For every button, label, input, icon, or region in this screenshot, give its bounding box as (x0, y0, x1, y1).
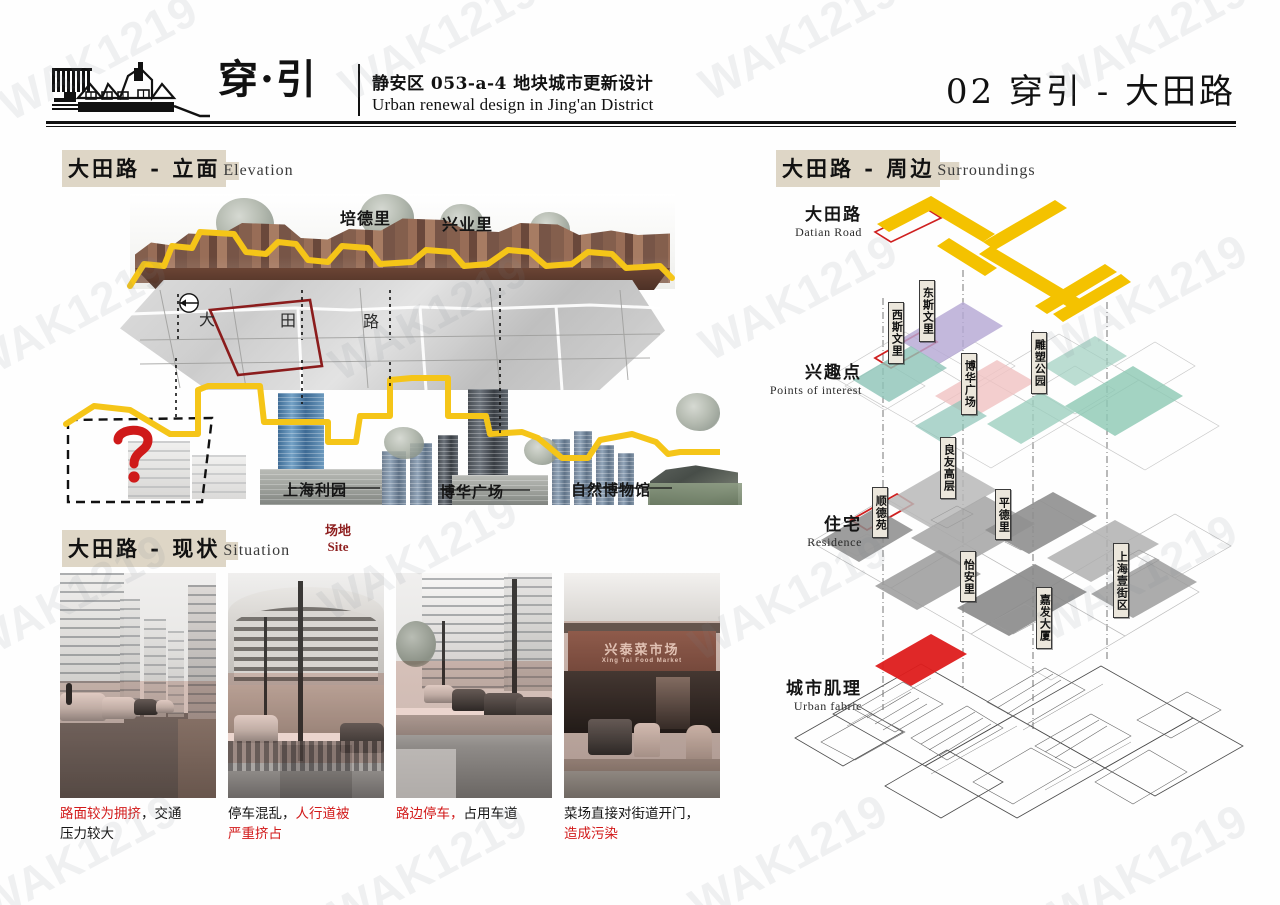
place-tag-dongsiwenli: 东斯文里 (919, 280, 936, 342)
situation-photo-4[interactable]: 兴泰菜市场 Xing Tai Food Market (564, 573, 720, 798)
situation-caption-4-part-2: 造成污染 (564, 825, 618, 842)
layer-label-residence-en: Residence (807, 535, 862, 549)
aerial-road-grid (129, 287, 661, 390)
chaotic-parking-photo (228, 573, 384, 798)
road-char-3: 路 (363, 312, 380, 331)
layer-datian-road (873, 196, 1131, 322)
layer-label-urban-fabric-en: Urban fabric (793, 699, 862, 713)
layer-label-points-of-interest: 兴趣点 Points of interest (722, 358, 862, 398)
site-label: 场地 Site (325, 524, 352, 555)
situation-caption-3-part-1: 路边停车， (396, 806, 464, 822)
situation-caption-1: 路面较为拥挤，交通 压力较大 (60, 805, 222, 844)
elevation-tag-natural-history-museum: 自然博物馆 (571, 481, 652, 499)
existing-block-photo (192, 455, 246, 499)
situation-photo-3[interactable] (396, 573, 552, 798)
elevation-composition: 场地 Site 大 田 路 (60, 190, 742, 554)
elevation-tag-shanghai-liyuan: 上海利园 (283, 481, 348, 499)
header-rule-thick (46, 121, 1236, 124)
section-heading-surroundings-cn: 大田路 - 周边 (776, 150, 941, 187)
project-subtitle-cn: 静安区 053-a-4 地块城市更新设计 (372, 74, 654, 94)
roadside-parking-photo (396, 573, 552, 798)
site-label-cn: 场地 (325, 524, 352, 539)
place-tag-shanghai-yi-street: 上海壹街区 (1113, 543, 1130, 618)
question-mark-icon (113, 425, 153, 483)
tree-decor-icon (676, 393, 720, 431)
layer-urban-fabric (794, 634, 1244, 819)
road-char-2: 田 (280, 311, 297, 330)
layer-label-points-of-interest-cn: 兴趣点 (805, 363, 862, 383)
layer-label-points-of-interest-en: Points of interest (769, 383, 862, 397)
situation-caption-3: 路边停车，占用车道 (396, 805, 558, 825)
brand-title: 穿·引 (218, 56, 318, 103)
situation-caption-4: 菜场直接对街道开门， 造成污染 (564, 805, 726, 844)
layer-label-datian-road: 大田路 Datian Road (742, 200, 862, 240)
situation-caption-1-part-2: ，交通 (141, 806, 182, 822)
page-title: 02 穿引 - 大田路 (945, 72, 1236, 112)
situation-caption-2-part-2: 人行道被 (295, 806, 350, 822)
elevation-tag-peideli: 培德里 (340, 209, 392, 228)
place-tag-shundeyuan: 顺德苑 (872, 487, 889, 538)
modern-skyline-row (120, 385, 745, 505)
section-heading-elevation-en: Elevation (223, 162, 294, 180)
situation-caption-1-part-1: 路面较为拥挤 (60, 806, 141, 822)
project-subtitle-en: Urban renewal design in Jing'an District (372, 95, 654, 114)
place-tag-liangyou-highrise: 良友高层 (940, 437, 957, 499)
header-divider (358, 64, 360, 116)
place-tag-jiafa-building: 嘉发大厦 (1036, 587, 1053, 649)
situation-photo-1[interactable] (60, 573, 216, 798)
road-char-1: 大 (199, 310, 216, 329)
situation-caption-2-part-1: 停车混乱， (228, 806, 296, 822)
elevation-tag-bohua-plaza: 博华广场 (440, 483, 505, 501)
food-market-photo: 兴泰菜市场 Xing Tai Food Market (564, 573, 720, 798)
residential-slab (618, 453, 634, 505)
tree-decor-icon (384, 427, 424, 459)
layer-label-datian-road-cn: 大田路 (805, 205, 862, 225)
layer-label-residence-cn: 住宅 (824, 515, 862, 535)
crowded-street-photo (60, 573, 216, 798)
place-tag-bohua-plaza: 博华广场 (961, 353, 978, 415)
place-tag-xisiwenli: 西斯文里 (888, 302, 905, 364)
situation-caption-1-part-3: 压力较大 (60, 825, 114, 842)
board-header: 穿·引 静安区 053-a-4 地块城市更新设计 Urban renewal d… (0, 0, 1280, 130)
header-rule-thin (46, 126, 1236, 127)
section-heading-situation-en: Situation (223, 542, 291, 560)
site-label-en: Site (327, 538, 349, 554)
mid-tower (382, 451, 406, 505)
north-arrow-icon (179, 293, 199, 313)
layer-label-residence: 住宅 Residence (742, 510, 862, 550)
layer-label-urban-fabric-cn: 城市肌理 (786, 679, 862, 699)
situation-caption-2-part-3: 严重挤占 (228, 825, 282, 842)
section-heading-elevation-cn: 大田路 - 立面 (62, 150, 227, 187)
layer-label-urban-fabric: 城市肌理 Urban fabric (734, 674, 862, 714)
tree-decor-icon (524, 437, 558, 465)
lane-house-logo-icon (50, 62, 210, 120)
place-tag-pingdeli: 平德里 (995, 489, 1012, 540)
situation-caption-2: 停车混乱，人行道被 严重挤占 (228, 805, 390, 844)
lijing-podium (260, 469, 390, 505)
museum-green-band (648, 483, 742, 505)
place-tag-sculpture-park: 雕塑公园 (1031, 332, 1048, 394)
elevation-tag-xingyeli: 兴业里 (442, 215, 494, 234)
layer-label-datian-road-en: Datian Road (795, 225, 862, 239)
situation-caption-4-part-1: 菜场直接对街道开门， (564, 806, 699, 822)
place-tag-yinganli: 怡安里 (960, 551, 977, 602)
section-heading-surroundings-en: Surroundings (937, 162, 1036, 180)
situation-photo-2[interactable] (228, 573, 384, 798)
layer-points-of-interest (830, 302, 1220, 471)
situation-caption-3-part-2: 占用车道 (463, 806, 518, 822)
situation-photo-grid: 路面较为拥挤，交通 压力较大 停车混乱，人行道被 严重挤占 (60, 573, 720, 863)
section-heading-situation-cn: 大田路 - 现状 (62, 530, 227, 567)
